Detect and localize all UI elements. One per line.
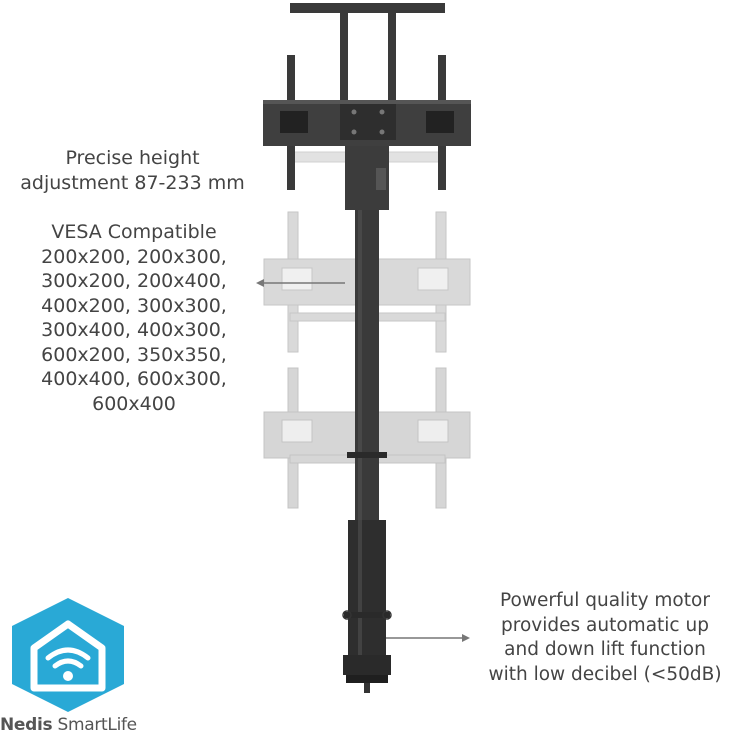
- brand-name: Nedis SmartLife: [0, 715, 137, 735]
- vesa-compatible-text: VESA Compatible 200x200, 200x300, 300x20…: [41, 221, 227, 415]
- wifi-home-icon: [12, 598, 124, 712]
- brand-name-bold: Nedis: [0, 715, 53, 735]
- smartlife-logo: [6, 596, 151, 736]
- height-adjustment-text: Precise height adjustment 87-233 mm: [20, 147, 245, 194]
- motor-housing: [345, 145, 389, 210]
- pointer-lines: [256, 279, 470, 642]
- brand-name-light: SmartLife: [57, 715, 137, 735]
- tv-bracket: [263, 55, 471, 190]
- motor-feature-text: Powerful quality motor provides automati…: [488, 590, 722, 685]
- top-frame: [290, 3, 445, 102]
- lift-column: [342, 205, 392, 693]
